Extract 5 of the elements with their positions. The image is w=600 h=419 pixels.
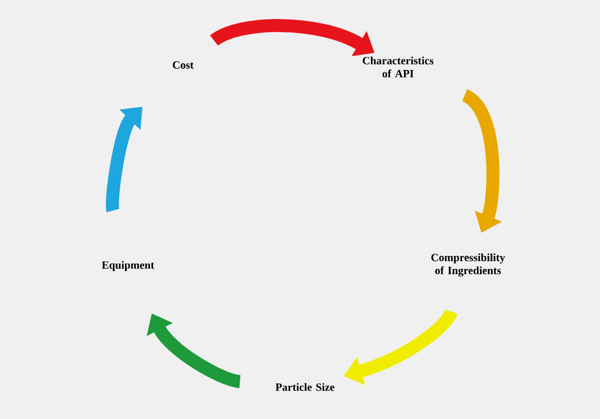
node-label: Equipment — [102, 261, 154, 271]
node-label: Characteristics of API — [362, 56, 434, 78]
node-label: Particle Size — [276, 383, 334, 391]
node-label: Compressibility of Ingredients — [431, 253, 506, 277]
node-label: Cost — [172, 61, 194, 69]
